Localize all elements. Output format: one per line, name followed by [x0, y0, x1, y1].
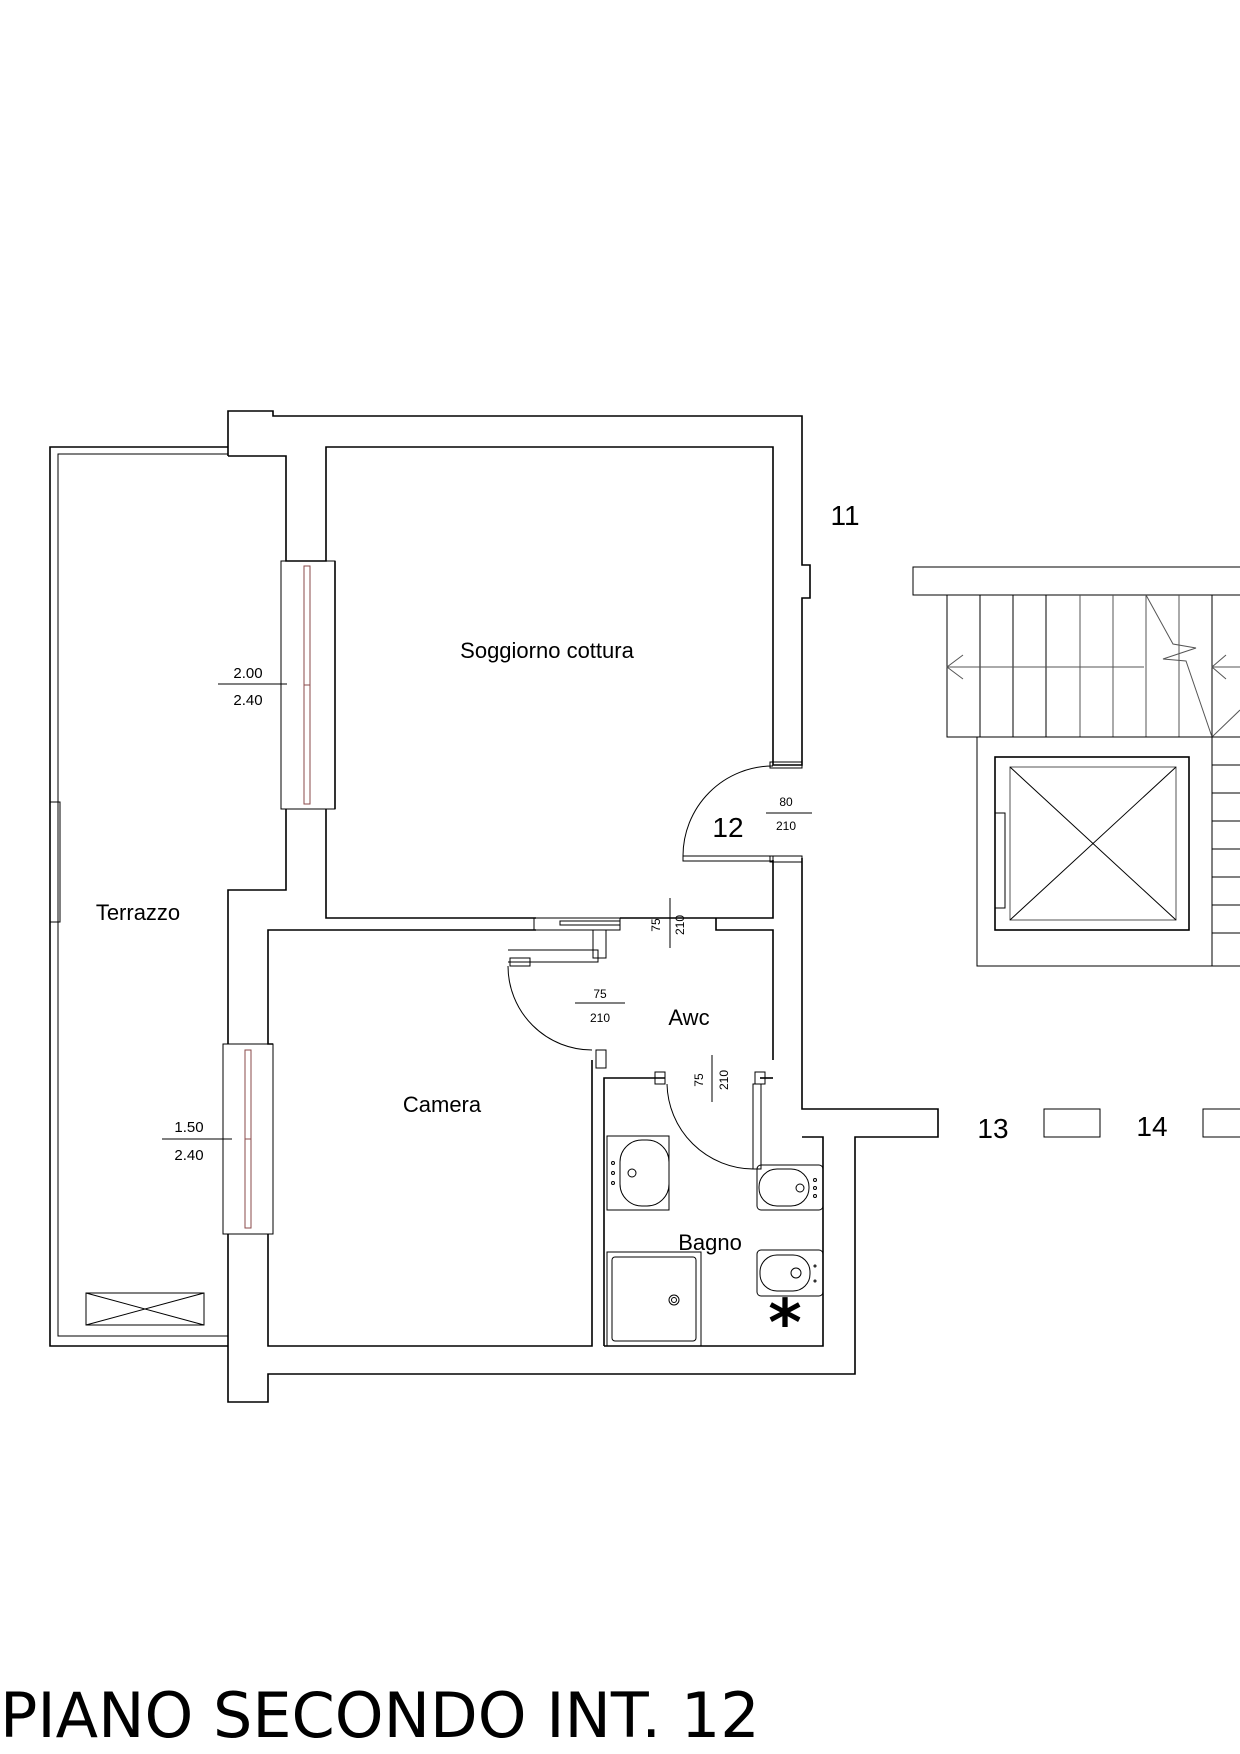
door-width-label: 75	[692, 1073, 706, 1087]
sink-icon	[606, 1135, 670, 1211]
window-height-label: 2.40	[174, 1147, 203, 1164]
elevator-icon	[976, 736, 1213, 967]
planter-icon	[85, 1292, 205, 1326]
door-height-label: 210	[590, 1011, 610, 1025]
bidet-icon	[756, 1164, 824, 1211]
terrazzo-area	[49, 446, 228, 1347]
page-title: PIANO SECONDO INT. 12	[0, 1679, 760, 1752]
room-label-awc: Awc	[668, 1005, 709, 1030]
unit-number-14: 14	[1136, 1111, 1167, 1142]
camera-door	[507, 949, 607, 1069]
window-width-label: 1.50	[174, 1119, 203, 1136]
window-width-label: 2.00	[233, 665, 262, 682]
room-label-terrazzo: Terrazzo	[96, 900, 180, 925]
room-label-soggiorno: Soggiorno cottura	[460, 638, 634, 663]
sliding-door	[533, 917, 621, 959]
unit-number-12: 12	[712, 812, 743, 843]
door-width-label: 80	[779, 795, 793, 809]
toilet-icon	[756, 1249, 824, 1297]
room-label-camera: Camera	[403, 1092, 482, 1117]
shower-icon	[606, 1251, 702, 1347]
door-width-label: 75	[593, 987, 607, 1001]
entrance-door	[682, 761, 803, 863]
unit-number-13: 13	[977, 1113, 1008, 1144]
window-soggiorno	[280, 560, 336, 810]
unit-number-11: 11	[830, 500, 859, 531]
door-width-label: 75	[649, 918, 663, 932]
door-height-label: 210	[673, 915, 687, 935]
asterisk-marker: *	[768, 1287, 801, 1361]
door-height-label: 210	[776, 819, 796, 833]
window-height-label: 2.40	[233, 692, 262, 709]
room-label-bagno: Bagno	[678, 1230, 742, 1255]
door-height-label: 210	[717, 1070, 731, 1090]
bagno-door	[654, 1071, 766, 1170]
